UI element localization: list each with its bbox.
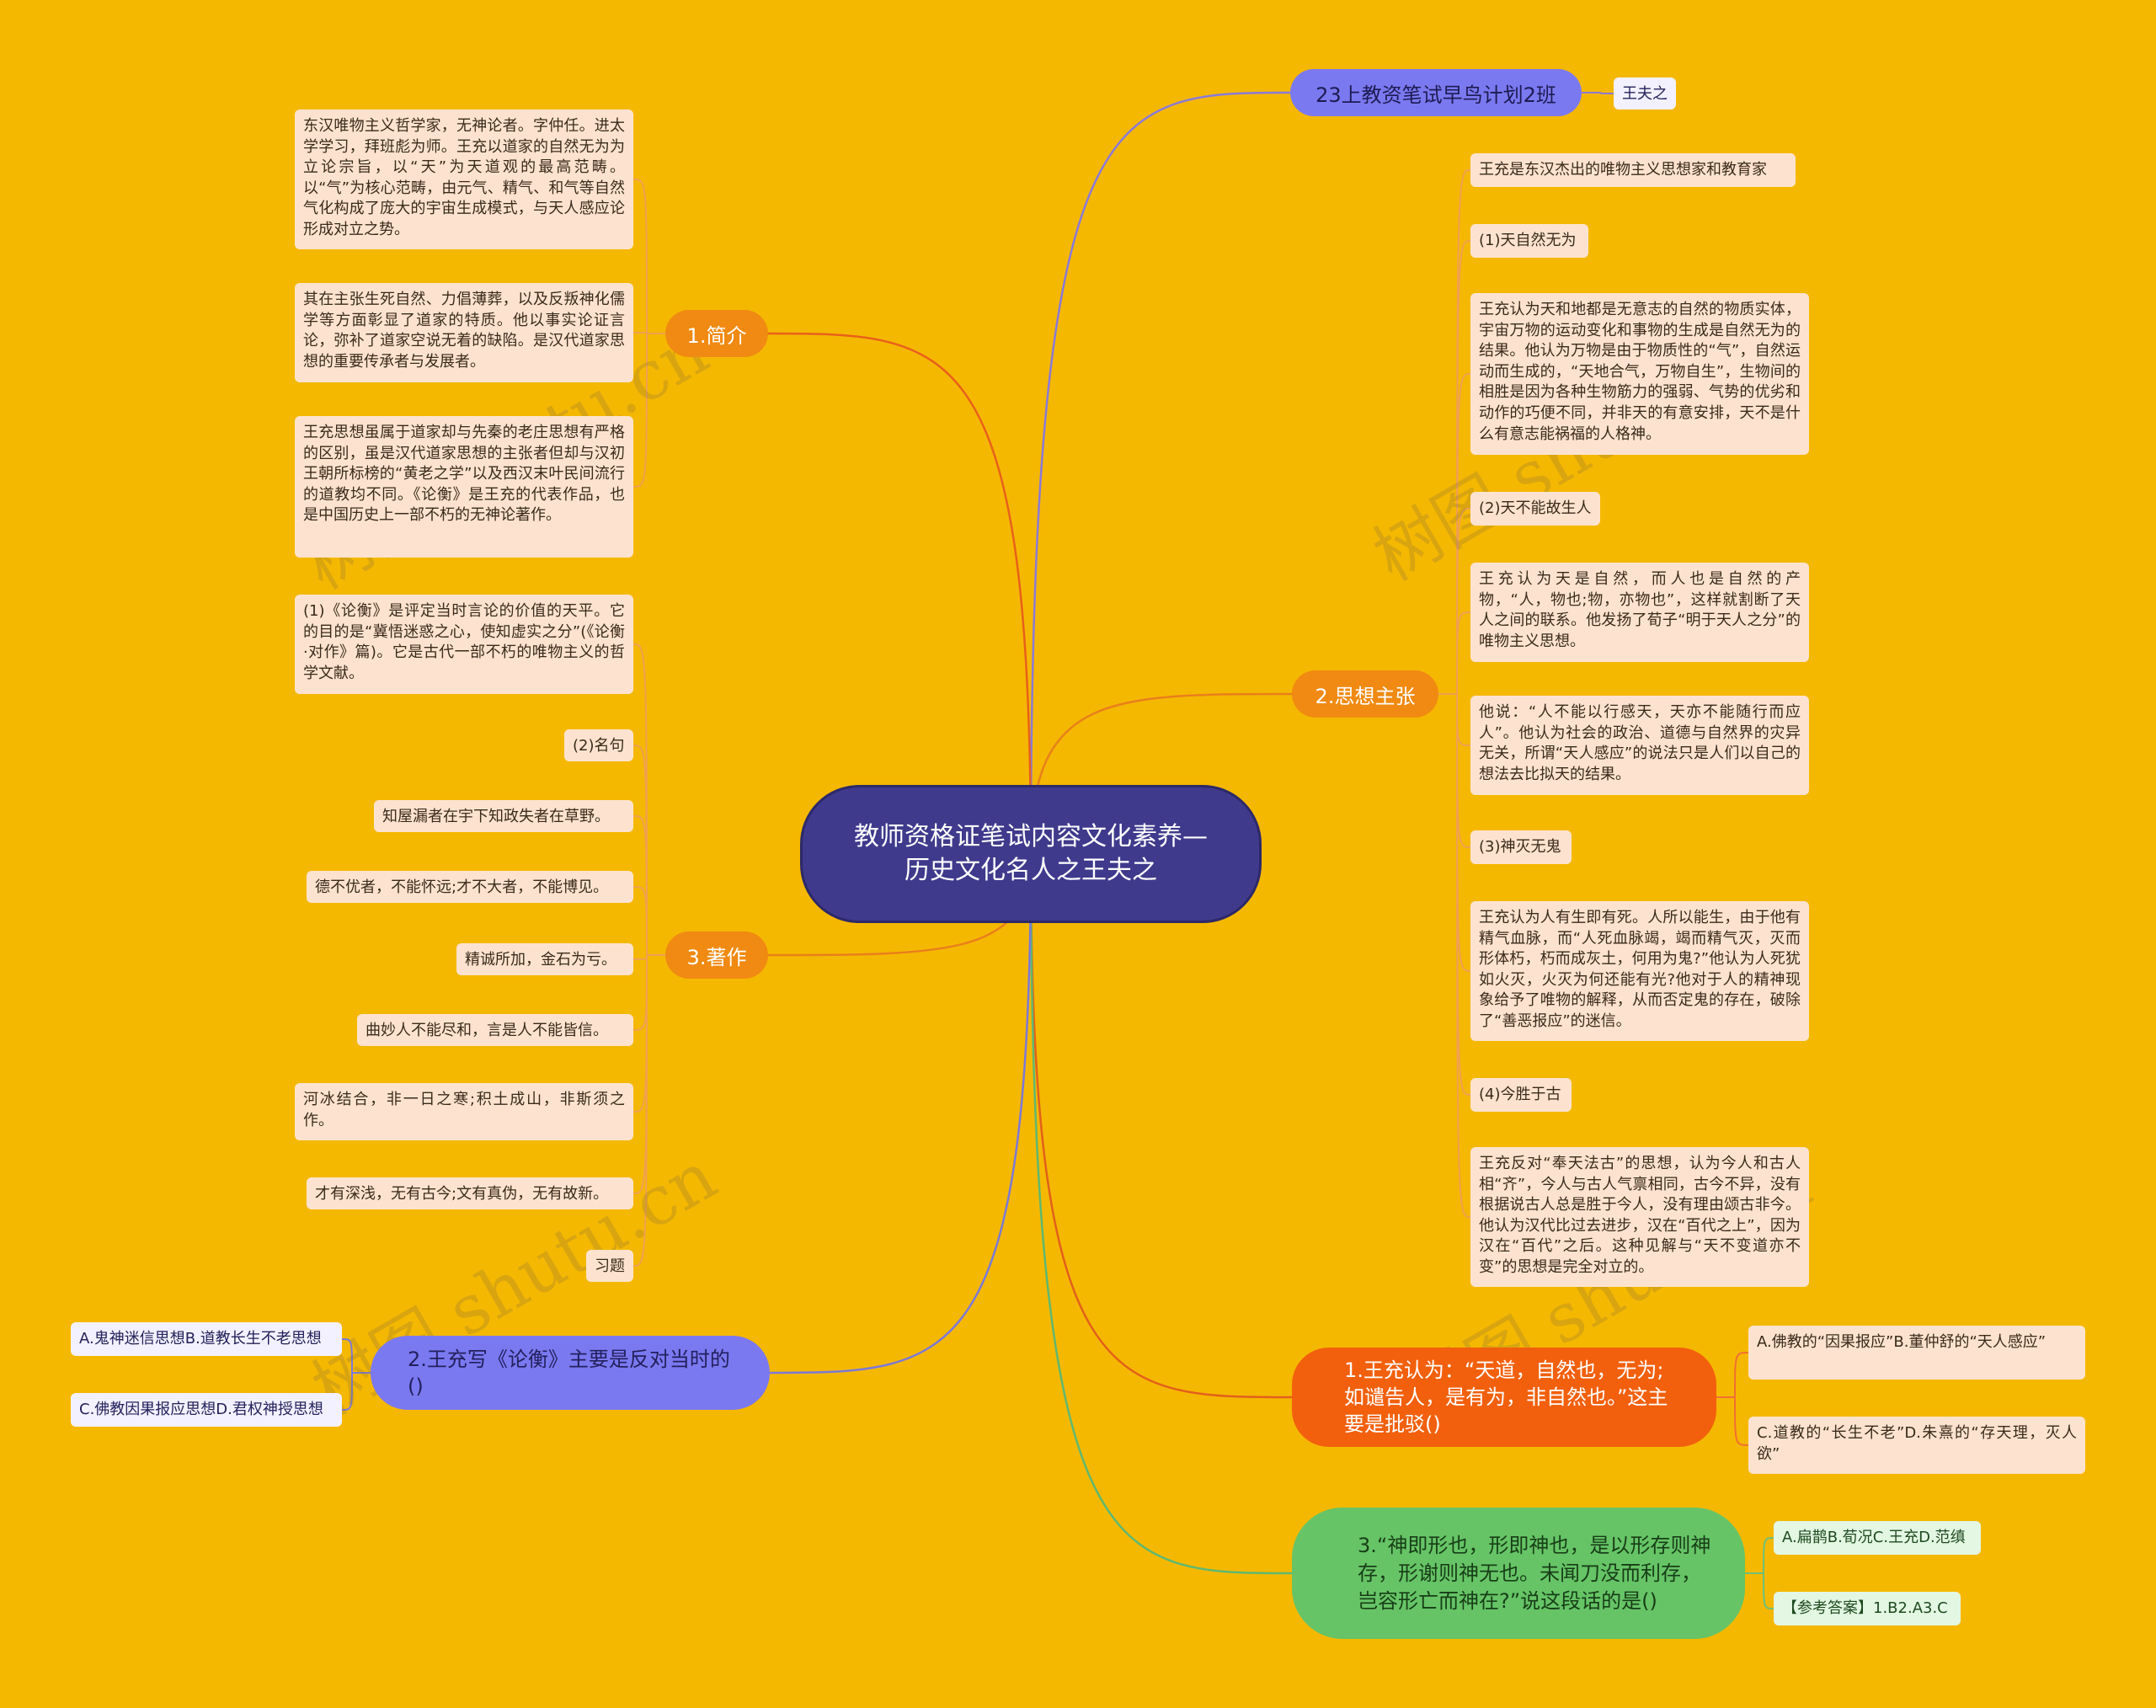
- connector-line: [1029, 91, 1291, 855]
- central-topic[interactable]: 教师资格证笔试内容文化素养—历史文化名人之王夫之: [800, 785, 1262, 923]
- connector-line: [1745, 1572, 1774, 1609]
- works-leaf[interactable]: (1)《论衡》是评定当时言论的价值的天平。它的目的是“冀悟迷惑之心，使知虚实之分…: [295, 595, 633, 694]
- connector-line: [341, 1338, 371, 1374]
- connector-line: [632, 643, 665, 956]
- thought-leaf[interactable]: 王充认为人有生即有死。人所以能生，由于他有精气血脉，而“人死血脉竭，竭而精气灭，…: [1470, 901, 1809, 1041]
- thought-leaf[interactable]: 王充是东汉杰出的唯物主义思想家和教育家: [1470, 153, 1796, 187]
- works-leaf[interactable]: 习题: [586, 1250, 633, 1282]
- works-leaf[interactable]: 知屋漏者在宇下知政失者在草野。: [374, 800, 633, 832]
- question-1[interactable]: 1.王充认为：“天道，自然也，无为;如谴告人，是有为，非自然也。”这主要是批驳(…: [1292, 1348, 1716, 1447]
- works-leaf[interactable]: 才有深浅，无有古今;文有真伪，无有故新。: [307, 1177, 633, 1209]
- connector-line: [1438, 611, 1471, 695]
- answer-key[interactable]: 【参考答案】1.B2.A3.C: [1774, 1592, 1961, 1625]
- question-1-option[interactable]: C.道教的“长生不老”D.朱熹的“存天理，灭人欲”: [1748, 1417, 2085, 1474]
- connector-line: [632, 179, 665, 334]
- question-3[interactable]: 3.“神即形也，形即神也，是以形存则神存，形谢则神无也。未闻刀没而利存，岂容形亡…: [1292, 1508, 1745, 1639]
- question-2[interactable]: 2.王充写《论衡》主要是反对当时的(): [371, 1336, 770, 1410]
- connector-line: [632, 954, 665, 1267]
- connector-line: [1438, 693, 1471, 746]
- connector-line: [1438, 693, 1471, 1218]
- connector-line: [1438, 169, 1471, 695]
- connector-line: [632, 886, 665, 956]
- thought-leaf[interactable]: (1)天自然无为: [1470, 224, 1588, 258]
- works-leaf[interactable]: 德不优者，不能怀远;才不大者，不能博见。: [307, 871, 633, 903]
- connector-line: [769, 853, 1033, 1374]
- works-leaf[interactable]: 河冰结合，非一日之寒;积土成山，非斯须之作。: [295, 1083, 633, 1140]
- question-2-option[interactable]: A.鬼神迷信思想B.道教长生不老思想: [71, 1322, 342, 1356]
- connector-line: [1438, 508, 1471, 695]
- connector-line: [632, 815, 665, 956]
- thought-leaf[interactable]: 王充认为天是自然，而人也是自然的产物，“人，物也;物，亦物也”，这样就割断了天人…: [1470, 563, 1809, 662]
- connector-line: [1745, 1537, 1774, 1574]
- leaf-tag[interactable]: 王夫之: [1614, 77, 1676, 109]
- branch-works[interactable]: 3.著作: [665, 931, 768, 979]
- branch-thought[interactable]: 2.思想主张: [1292, 670, 1438, 718]
- connector-line: [632, 333, 665, 488]
- connector-line: [1716, 1396, 1749, 1446]
- intro-leaf[interactable]: 东汉唯物主义哲学家，无神论者。字仲任。进太学学习，拜班彪为师。王充以道家的自然无…: [295, 109, 633, 249]
- connector-line: [1438, 373, 1471, 695]
- thought-leaf[interactable]: 他说：“人不能以行感天，天亦不能随行而应人”。他认为社会的政治、道德与自然界的灾…: [1470, 696, 1809, 795]
- connector-line: [767, 332, 1033, 855]
- connector-line: [632, 954, 665, 1113]
- works-leaf[interactable]: 精诚所加，金石为亏。: [456, 943, 633, 975]
- question-1-option[interactable]: A.佛教的“因果报应”B.董仲舒的“天人感应”: [1748, 1326, 2085, 1380]
- connector-line: [1716, 1352, 1749, 1398]
- connector-line: [1438, 693, 1471, 848]
- branch-course-plan[interactable]: 23上教资笔试早鸟计划2班: [1290, 69, 1582, 116]
- thought-leaf[interactable]: 王充认为天和地都是无意志的自然的物质实体，宇宙万物的运动变化和事物的生成是自然无…: [1470, 293, 1809, 455]
- intro-leaf[interactable]: 其在主张生死自然、力倡薄葬，以及反叛神化儒学等方面彰显了道家的特质。他以事实论证…: [295, 283, 633, 382]
- connector-line: [1438, 693, 1471, 1096]
- works-leaf[interactable]: 曲妙人不能尽和，言是人不能皆信。: [357, 1014, 633, 1046]
- connector-line: [632, 954, 665, 1031]
- connector-line: [1438, 693, 1471, 972]
- thought-leaf[interactable]: 王充反对“奉天法古”的思想，认为今人和古人相“齐”，今人与古人气禀相同，古今不异…: [1470, 1147, 1809, 1287]
- connector-line: [632, 954, 665, 1194]
- intro-leaf[interactable]: 王充思想虽属于道家却与先秦的老庄思想有严格的区别，虽是汉代道家思想的主张者但却与…: [295, 416, 633, 558]
- thought-leaf[interactable]: (3)神灭无鬼: [1470, 830, 1572, 864]
- connector-line: [1029, 853, 1293, 1399]
- works-leaf[interactable]: (2)名句: [564, 729, 633, 761]
- question-3-option[interactable]: A.扁鹊B.荀况C.王充D.范缜: [1774, 1521, 1981, 1555]
- thought-leaf[interactable]: (4)今胜于古: [1470, 1078, 1572, 1112]
- connector-line: [1438, 240, 1471, 695]
- thought-leaf[interactable]: (2)天不能故生人: [1470, 492, 1600, 526]
- question-2-option[interactable]: C.佛教因果报应思想D.君权神授思想: [71, 1393, 342, 1427]
- connector-line: [341, 1372, 371, 1411]
- connector-line: [632, 745, 665, 956]
- branch-intro[interactable]: 1.简介: [665, 310, 768, 357]
- connector-line: [1029, 853, 1293, 1575]
